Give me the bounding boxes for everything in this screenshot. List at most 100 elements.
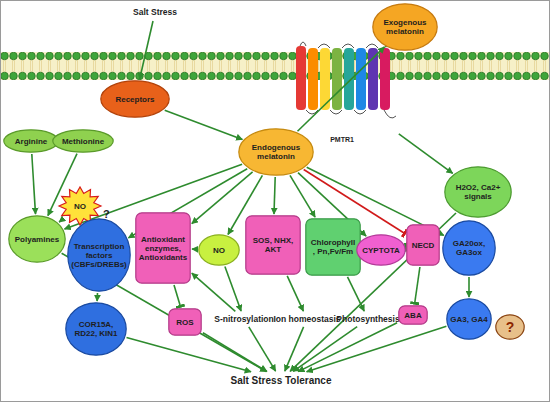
hub-ellipse: Endogenous melatonin (238, 128, 314, 176)
membrane-core (1, 52, 549, 80)
node-text: Arginine (11, 137, 51, 146)
helix (332, 48, 342, 110)
node-text: COR15A, RD22, KIN1 (65, 320, 127, 338)
node-text: Methionine (58, 137, 108, 146)
outcome-box: ABA (398, 305, 428, 325)
flow-arrow (468, 277, 470, 297)
process-box: Antioxidant enzymes, Antioxidants (135, 212, 191, 284)
precursor-ellipse: Arginine (3, 129, 59, 153)
flow-arrow (290, 213, 456, 371)
outcome-text: S-nitrosylation (212, 312, 276, 326)
node-text: ROS (172, 318, 197, 327)
flow-arrow (287, 276, 303, 311)
outcome-ellipse: GA3, GA4 (446, 298, 492, 340)
helix-loop (330, 110, 342, 114)
shape-fill (9, 216, 65, 262)
flow-arrow (348, 277, 365, 311)
node-text: Salt Stress Tolerance (227, 374, 336, 387)
helix (368, 48, 378, 110)
helix-loop (342, 44, 354, 48)
shape-fill (68, 219, 130, 291)
helix-loop (300, 42, 306, 46)
flow-arrow (307, 326, 447, 371)
shape-fill (443, 221, 495, 275)
node-text: GA20ox, GA3ox (442, 239, 496, 257)
shape-fill (53, 130, 113, 152)
inhibition-line (415, 267, 420, 304)
membrane-receptor: PMTR1 (286, 40, 398, 144)
flow-arrow (96, 293, 98, 301)
shape-fill (306, 219, 360, 275)
flow-arrow (192, 172, 253, 224)
outcome-ellipse: COR15A, RD22, KIN1 (65, 302, 127, 356)
node-text: CYPTOTA (358, 246, 403, 255)
question-badge: ? (495, 314, 525, 340)
node-text: NO (70, 202, 90, 211)
process-ellipse: GA20ox, GA3ox (442, 220, 496, 276)
shape-fill (4, 130, 58, 152)
flow-arrow (165, 110, 243, 139)
node-text: Receptors (111, 95, 158, 104)
flow-arrow (32, 154, 36, 214)
shape-fill (399, 306, 427, 324)
shape-fill (246, 216, 300, 274)
flow-arrow (249, 327, 276, 371)
node-text: Chlorophyll , Pn,Fv/Fm (305, 238, 361, 256)
flow-arrow (140, 21, 153, 79)
shape-fill (357, 235, 405, 265)
shape-fill (199, 235, 239, 265)
result-text: Salt Stress Tolerance (222, 372, 340, 388)
outcome-text: Ion homeostasis (274, 312, 340, 326)
receptor-helices (300, 42, 396, 118)
node-text: ? (502, 320, 519, 334)
helix-loop (366, 44, 378, 48)
process-ellipse: Transcription factors (CBFs/DREBs) (67, 218, 131, 292)
flow-arrow (59, 220, 62, 223)
helix (356, 48, 366, 110)
helix (320, 48, 330, 110)
node-text: H2O2, Ca2+ signals (444, 183, 512, 201)
receptor-helix-set (296, 46, 390, 110)
node-text: SOS, NHX, AKT (245, 236, 301, 254)
helix (344, 48, 354, 110)
helix-loop (354, 110, 366, 114)
flow-arrow (298, 323, 397, 372)
question-mark: ? (103, 208, 110, 220)
helix (296, 46, 306, 110)
helix (380, 48, 390, 110)
helix (308, 48, 318, 110)
node-text: Transcription factors (CBFs/DREBs) (67, 242, 131, 269)
node-text: Antioxidant enzymes, Antioxidants (135, 235, 191, 262)
node-text: Ion homeostasis (269, 313, 344, 326)
process-ellipse: NO (198, 234, 240, 266)
node-text: ABA (400, 311, 425, 320)
shape-fill (407, 225, 439, 265)
process-ellipse: CYPTOTA (356, 234, 406, 266)
process-box: NECD (406, 224, 440, 266)
shape-fill (373, 4, 437, 50)
flow-arrow (399, 134, 453, 174)
flow-arrow (225, 266, 241, 311)
flow-arrow (290, 175, 315, 217)
node-text: Photosynthesis (332, 313, 403, 326)
outcome-box: ROS (168, 308, 202, 336)
shape-fill (496, 315, 524, 339)
helix-loop (306, 110, 318, 114)
flow-arrow (298, 47, 385, 131)
flow-arrow (192, 248, 197, 250)
node-text: Endogenous melatonin (238, 143, 314, 161)
flow-arrow (203, 333, 267, 372)
helix-tail (384, 110, 396, 118)
flow-arrow (285, 327, 304, 371)
process-ellipse: Polyamines (8, 215, 66, 263)
flow-arrow (127, 337, 252, 371)
signal-ellipse: H2O2, Ca2+ signals (444, 166, 512, 218)
node-text: S-nitrosylation (210, 313, 278, 326)
node-text: Polyamines (11, 235, 63, 244)
node-text: NECD (408, 241, 439, 250)
flow-arrow (192, 273, 236, 311)
precursor-ellipse: Methionine (52, 129, 114, 153)
node-text: NO (209, 246, 229, 255)
shape-fill (239, 129, 313, 175)
